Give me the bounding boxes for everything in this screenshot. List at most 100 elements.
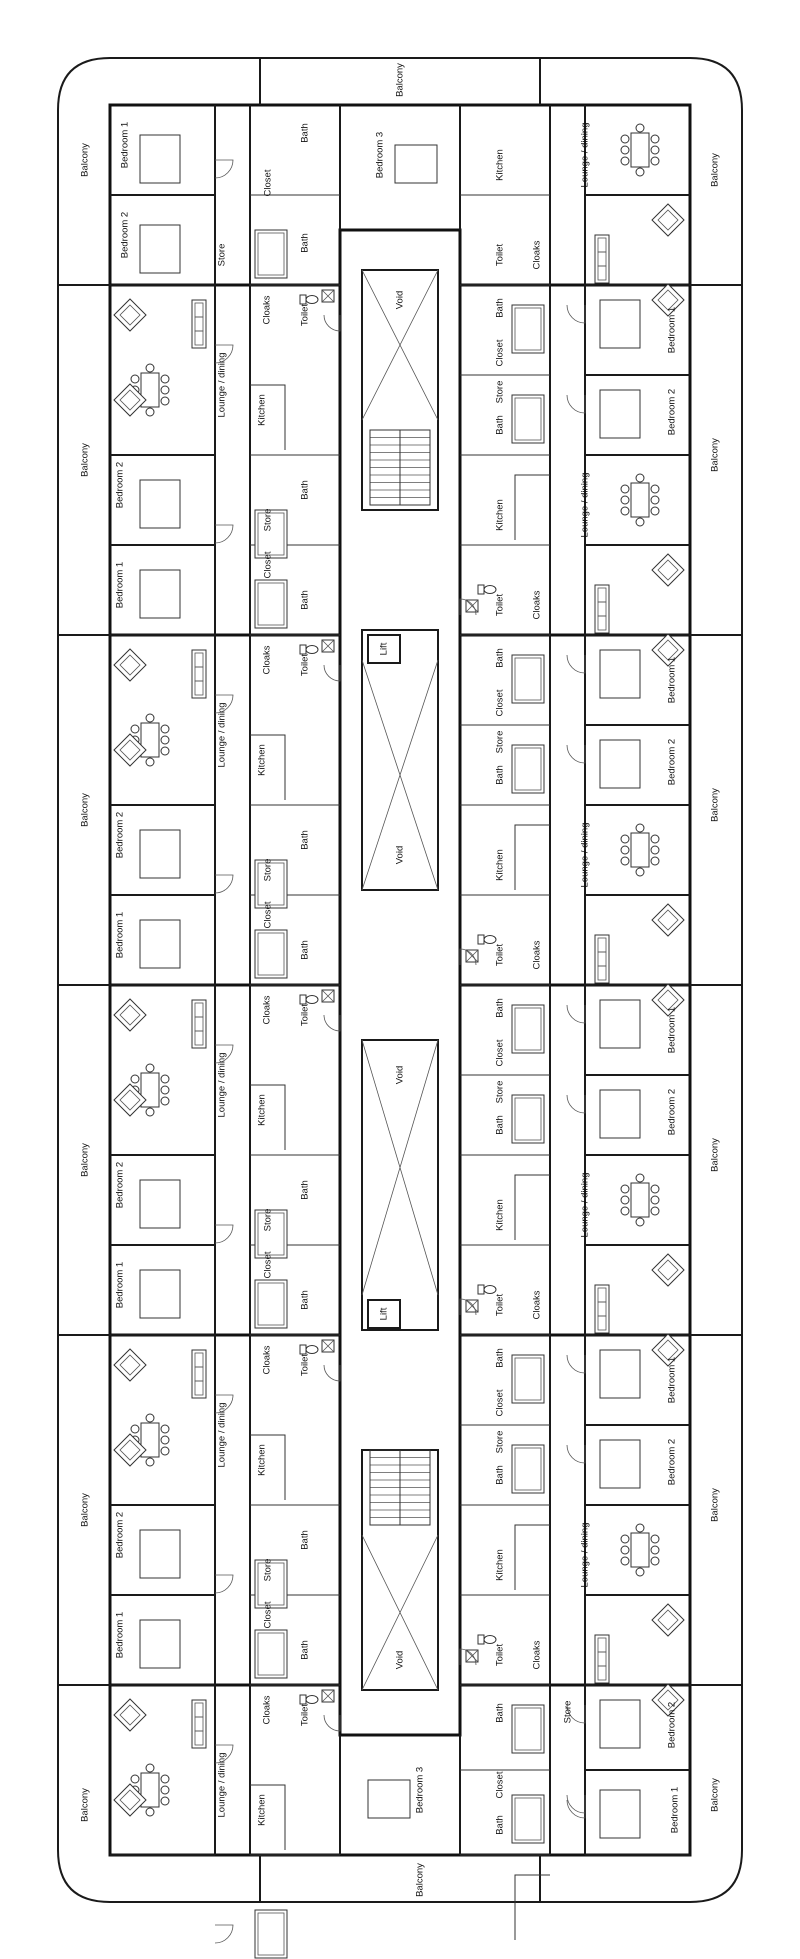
bed-right-6 (599, 1349, 641, 1399)
toilet-label-right-1: Toilet (495, 594, 506, 617)
door-right-entry-1 (459, 948, 477, 966)
kitchen-counter-right-1 (514, 824, 550, 890)
dining-right-4-chair-0 (620, 1534, 630, 1544)
bathtub-left-a-2-inner (257, 932, 285, 976)
dining-right-4-chair-end-1 (635, 1523, 645, 1533)
closet-label-left-4: Closet (263, 1601, 274, 1628)
shower-right-3-cross (465, 1649, 479, 1663)
wc-left-4-bowl (305, 1695, 319, 1704)
closet-label-right-0: Closet (495, 339, 506, 366)
bathtub-right-a-4-inner (514, 1707, 542, 1751)
kitchen-label-left-4: Kitchen (257, 1794, 268, 1826)
sofa-left-0 (191, 299, 207, 349)
cloaks-label-left-4: Cloaks (262, 1695, 273, 1724)
right-room-label-9: Bedroom 2 (667, 1702, 678, 1748)
door-right-bed-b-2 (566, 1004, 586, 1024)
shower-right-1-cross (465, 949, 479, 963)
door-right-entry-3 (459, 1648, 477, 1666)
sofa-left-2 (191, 999, 207, 1049)
bathtub-left-b-2 (254, 1209, 288, 1259)
door-left-bed-b-0 (214, 524, 234, 544)
dining-right-4-chair-4 (650, 1545, 660, 1555)
dining-left-0 (140, 372, 160, 408)
dining-left-2-chair-end-1 (145, 1063, 155, 1073)
armchair-right-a-2-seat (657, 909, 679, 931)
bathtub-right-b-0-inner (514, 397, 542, 441)
left-room-label-8: Bedroom 1 (115, 1612, 126, 1658)
dining-left-4-chair-0 (130, 1774, 140, 1784)
right-room-label-5: Bedroom 2 (667, 1089, 678, 1135)
bath-label-right-1: Bath (495, 415, 506, 435)
armchair-right-b-2 (651, 983, 685, 1017)
wc-left-2-bowl (305, 995, 319, 1004)
dining-left-1-chair-end-2 (145, 757, 155, 767)
lounge-label-left-2: Lounge / dining (217, 1053, 228, 1118)
dining-left-3-chair-end-1 (145, 1413, 155, 1423)
dining-left-1-chair-end-1 (145, 713, 155, 723)
void-upper (361, 269, 439, 511)
door-left-bed-a-2 (214, 1044, 234, 1064)
bathtub-left-a-3 (254, 1279, 288, 1329)
bed-left-1 (139, 224, 181, 274)
balcony-label-right-0: Balcony (710, 153, 721, 187)
cloaks-label-left-0: Cloaks (262, 295, 273, 324)
sofa-left-0-cushion-3 (194, 330, 204, 346)
dining-left-2-chair-4 (160, 1085, 170, 1095)
dining-right-0-chair-3 (650, 134, 660, 144)
door-right-bed-a-2 (566, 1094, 586, 1114)
bathtub-right-b-1-inner (514, 747, 542, 791)
door-left-entry-1 (323, 664, 341, 682)
dining-left-2-chair-5 (160, 1096, 170, 1106)
armchair-right-b-2-seat (657, 989, 679, 1011)
sofa-right-4-cushion-3 (597, 1665, 607, 1681)
cloaks-label-left-3: Cloaks (262, 1345, 273, 1374)
void-label-4: Void (395, 1651, 406, 1670)
dining-left-2-chair-0 (130, 1074, 140, 1084)
bath-label-left-9: Bath (300, 1640, 311, 1660)
dining-left-0-chair-end-2 (145, 407, 155, 417)
closet-label-right-1: Closet (495, 689, 506, 716)
dining-right-4-chair-3 (650, 1534, 660, 1544)
toilet-label-left-1: Toilet (300, 654, 311, 677)
dining-right-3-chair-1 (620, 1195, 630, 1205)
bathtub-right-a-4 (511, 1704, 545, 1754)
shower-right-0 (465, 599, 479, 613)
kitchen-counter-left-3 (250, 1434, 286, 1500)
kitchen-label-right-0: Kitchen (495, 149, 506, 181)
door-right-bed-b-4 (566, 1704, 586, 1724)
door-right-bed-b-0 (566, 304, 586, 324)
armchair-right-a-3-seat (657, 1259, 679, 1281)
armchair-right-b-1 (651, 633, 685, 667)
bed-bedroom-3-top (394, 144, 438, 184)
wc-right-2 (477, 1284, 485, 1295)
door-left-entry-0 (323, 314, 341, 332)
door-left-bed-b-4 (214, 1924, 234, 1944)
left-room-label-6: Bedroom 1 (115, 1262, 126, 1308)
bathtub-right-b-2-inner (514, 1097, 542, 1141)
wc-left-4 (299, 1694, 307, 1705)
kitchen-label-right-4: Kitchen (495, 1549, 506, 1581)
dining-right-3 (630, 1182, 650, 1218)
armchair-left-b-2-seat (119, 1089, 141, 1111)
dining-left-0-chair-0 (130, 374, 140, 384)
bed-left-8 (139, 1529, 181, 1579)
dining-left-3-chair-5 (160, 1446, 170, 1456)
sofa-left-4-cushion-3 (194, 1730, 204, 1746)
bathtub-left-a-1-inner (257, 582, 285, 626)
balcony-outline (57, 57, 743, 1903)
bath-label-left-0: Bath (300, 123, 311, 143)
armchair-left-a-4-seat (119, 1704, 141, 1726)
bathtub-right-b-0 (511, 394, 545, 444)
right-room-label-3: Bedroom 2 (667, 739, 678, 785)
lift-label-upper: Lift (379, 642, 390, 655)
sofa-left-4 (191, 1699, 207, 1749)
bath-label-right-9: Bath (495, 1815, 506, 1835)
lounge-label-right-3: Lounge / dining (580, 1173, 591, 1238)
building-facade (108, 103, 692, 1857)
dining-right-1-chair-1 (620, 495, 630, 505)
stair-upper (369, 429, 431, 506)
bathtub-left-a-1 (254, 579, 288, 629)
void-label-2: Void (395, 846, 406, 865)
store-label-right-1: Store (495, 731, 506, 754)
dining-right-1-chair-0 (620, 484, 630, 494)
